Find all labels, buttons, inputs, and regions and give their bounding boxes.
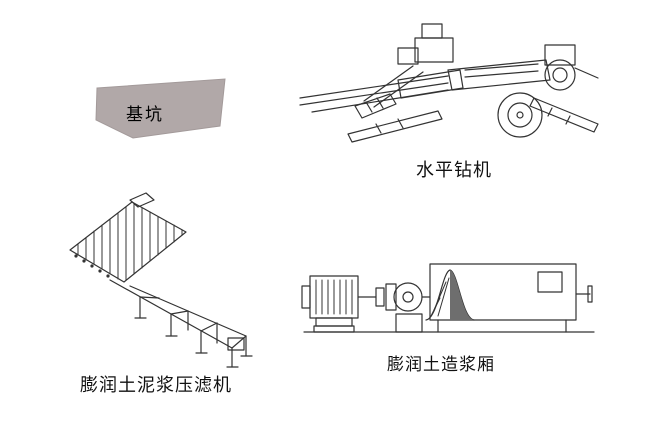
horizontal-drill-label: 水平钻机 (416, 160, 492, 180)
pit-polygon (95, 78, 226, 139)
filter-press-illustration (46, 188, 268, 370)
foundation-pit-shape: 基坑 (88, 76, 230, 142)
filter-press-label: 膨润土泥浆压滤机 (80, 375, 232, 395)
pit-illustration (95, 78, 226, 139)
slurry-chamber-label: 膨润土造浆厢 (387, 355, 495, 374)
slurry-chamber-drawing (301, 263, 595, 333)
horizontal-drill-drawing (299, 23, 599, 143)
filter-press-drawing (69, 192, 253, 368)
slurry-chamber-illustration (298, 248, 600, 346)
pile-shaded-half (450, 270, 474, 320)
horizontal-drill-illustration (298, 6, 610, 158)
pit-label: 基坑 (126, 105, 164, 124)
